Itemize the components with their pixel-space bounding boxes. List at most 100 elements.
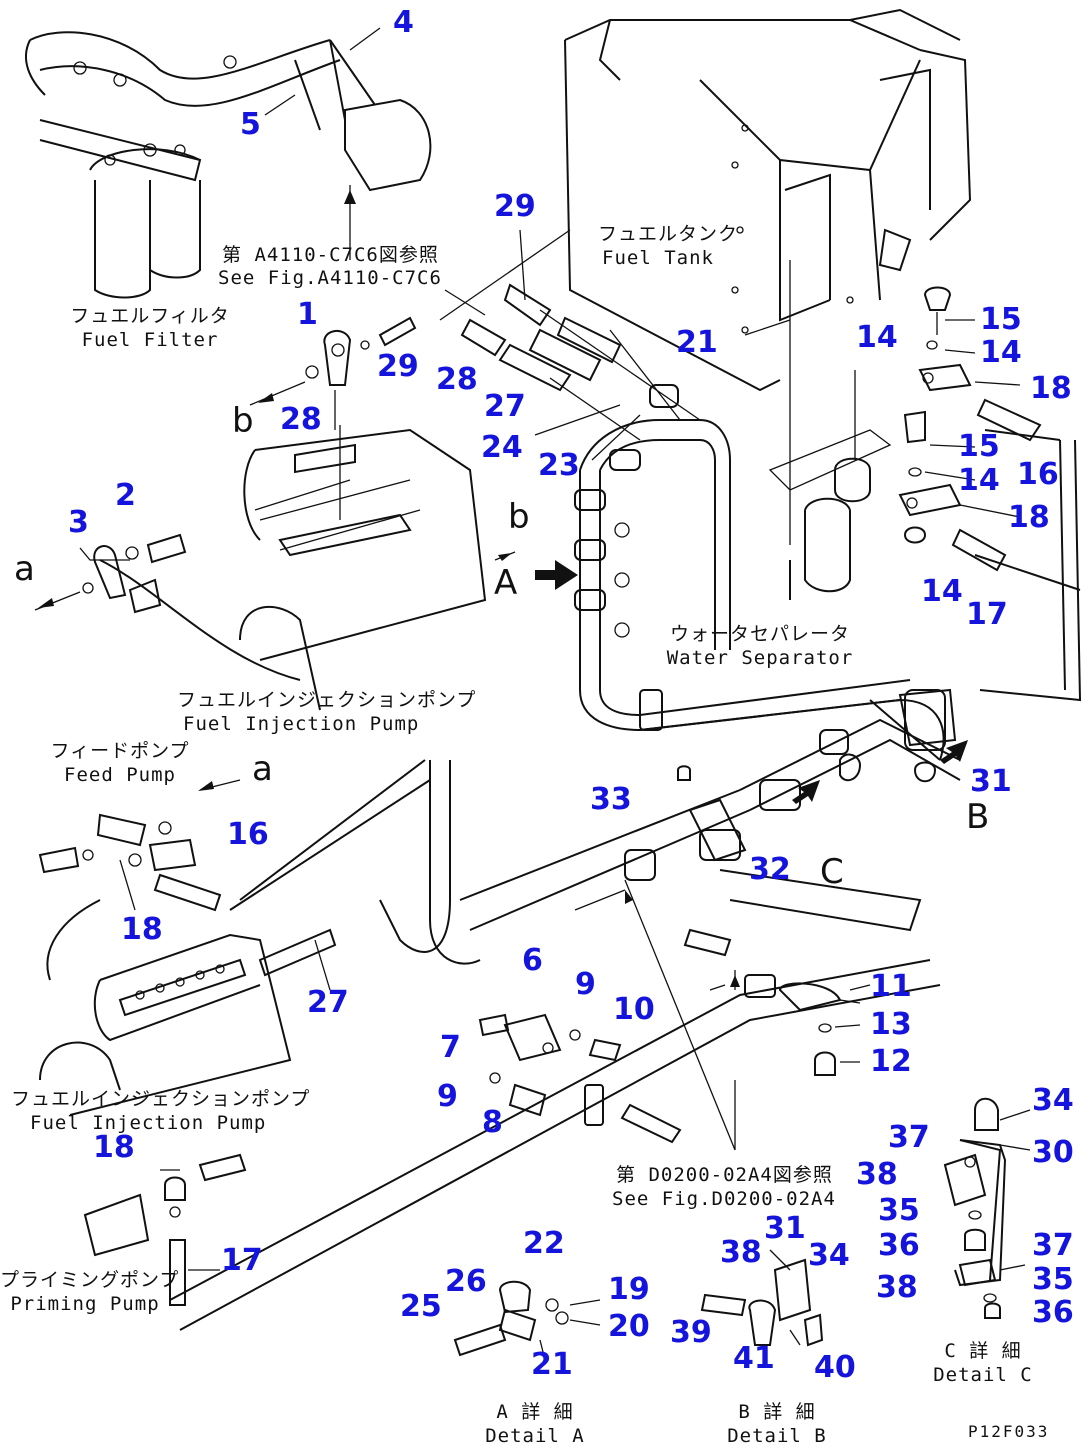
callout-37: 37 — [888, 1120, 930, 1155]
callout-24: 24 — [481, 430, 523, 465]
callout-37: 37 — [1032, 1228, 1074, 1263]
injection-pump-upper-label-jp: フュエルインジェクションポンプ — [177, 689, 477, 711]
callout-14: 14 — [856, 320, 898, 355]
lower-injection-pump-drawing — [39, 928, 337, 1116]
detail-c-drawing — [943, 1097, 1031, 1319]
water-separator-label-en: Water Separator — [666, 647, 854, 669]
callout-14: 14 — [980, 335, 1022, 370]
detail-a-label-jp: A 詳 細 — [496, 1401, 574, 1423]
callout-28: 28 — [280, 402, 322, 437]
detail-b-drawing — [700, 1249, 824, 1347]
see-fig-d0200-en: See Fig.D0200-02A4 — [612, 1188, 836, 1210]
callout-35: 35 — [878, 1193, 920, 1228]
fuel-filter-drawing — [25, 31, 432, 299]
callout-40: 40 — [814, 1350, 856, 1385]
callout-16: 16 — [227, 817, 269, 852]
callout-5: 5 — [240, 107, 261, 142]
callout-31: 31 — [764, 1211, 806, 1246]
left-fitting-parts — [34, 533, 516, 614]
callout-17: 17 — [966, 597, 1008, 632]
callout-34: 34 — [1032, 1083, 1074, 1118]
callout-26: 26 — [445, 1264, 487, 1299]
callout-25: 25 — [400, 1289, 442, 1324]
callout-9: 9 — [437, 1079, 458, 1114]
callout-13: 13 — [870, 1007, 912, 1042]
callout-14: 14 — [958, 463, 1000, 498]
callout-18: 18 — [1008, 500, 1050, 535]
feed-pump-label-jp: フィードポンプ — [50, 740, 190, 762]
view-letter-a-feed: a — [252, 749, 273, 789]
upper-fittings — [439, 229, 701, 461]
fuel-tank-label-en: Fuel Tank — [602, 247, 714, 269]
callout-8: 8 — [482, 1105, 503, 1140]
right-hose-parts — [898, 286, 1042, 572]
callout-30: 30 — [1032, 1135, 1074, 1170]
upper-injection-pump-drawing — [99, 425, 487, 711]
detail-a-label-en: Detail A — [485, 1425, 585, 1447]
detail-b-label-en: Detail B — [727, 1425, 827, 1447]
fuel-pipe-routes — [46, 419, 1082, 1331]
view-letter-C: C — [820, 852, 844, 892]
clamp-bracket-parts — [478, 928, 871, 1150]
view-letter-B: B — [966, 797, 990, 837]
callout-19: 19 — [608, 1272, 650, 1307]
callout-3: 3 — [68, 505, 89, 540]
callout-23: 23 — [538, 448, 580, 483]
drawing-code: P12F033 — [968, 1422, 1050, 1441]
view-letter-b-right: b — [508, 497, 530, 537]
callout-11: 11 — [870, 969, 912, 1004]
callout-1: 1 — [297, 297, 318, 332]
callout-12: 12 — [870, 1044, 912, 1079]
injection-pump-lower-label-jp: フュエルインジェクションポンプ — [11, 1088, 311, 1110]
callout-27: 27 — [307, 985, 349, 1020]
view-letter-b-top: b — [232, 401, 254, 441]
detail-c-label-en: Detail C — [933, 1364, 1033, 1386]
callout-38: 38 — [856, 1157, 898, 1192]
view-letter-A: A — [494, 563, 518, 603]
callout-31: 31 — [970, 764, 1012, 799]
callout-10: 10 — [613, 992, 655, 1027]
callout-38: 38 — [876, 1270, 918, 1305]
fuel-tank-drawing — [564, 8, 972, 545]
callout-2: 2 — [115, 478, 136, 513]
fuel-filter-label-jp: フュエルフィルタ — [70, 305, 230, 327]
see-fig-a4110-en: See Fig.A4110-C7C6 — [218, 267, 442, 289]
callout-29: 29 — [377, 349, 419, 384]
callout-18: 18 — [1030, 371, 1072, 406]
callout-4: 4 — [393, 5, 414, 40]
callout-33: 33 — [590, 782, 632, 817]
callout-21: 21 — [676, 325, 718, 360]
callout-35: 35 — [1032, 1262, 1074, 1297]
callout-17: 17 — [221, 1243, 263, 1278]
callout-29: 29 — [494, 189, 536, 224]
fuel-filter-label-en: Fuel Filter — [81, 329, 219, 351]
view-letter-a-left: a — [14, 549, 35, 589]
view-arrows — [535, 560, 968, 804]
injection-pump-upper-label-en: Fuel Injection Pump — [183, 713, 420, 735]
priming-pump-label-en: Priming Pump — [10, 1293, 160, 1315]
see-fig-d0200-jp: 第 D0200-02A4図参照 — [616, 1164, 833, 1186]
feed-pump-parts — [38, 779, 241, 912]
callout-18: 18 — [121, 912, 163, 947]
see-fig-a4110-jp: 第 A4110-C7C6図参照 — [222, 244, 439, 266]
callout-20: 20 — [608, 1309, 650, 1344]
injection-pump-lower-label-en: Fuel Injection Pump — [30, 1112, 267, 1134]
callout-27: 27 — [484, 389, 526, 424]
callout-7: 7 — [440, 1030, 461, 1065]
detail-b-label-jp: B 詳 細 — [738, 1401, 816, 1423]
detail-a-drawing — [453, 1280, 601, 1361]
callout-32: 32 — [749, 852, 791, 887]
priming-pump-parts — [83, 1153, 247, 1306]
water-separator-drawing — [768, 370, 892, 600]
callout-36: 36 — [878, 1228, 920, 1263]
leader-lines — [264, 27, 1021, 1063]
callout-28: 28 — [436, 362, 478, 397]
callout-36: 36 — [1032, 1295, 1074, 1330]
callout-9: 9 — [575, 967, 596, 1002]
water-separator-label-jp: ウォータセパレータ — [669, 623, 850, 645]
callout-15: 15 — [958, 429, 1000, 464]
callout-6: 6 — [522, 943, 543, 978]
fuel-tank-label-jp: フュエルタンク — [598, 223, 739, 245]
callout-34: 34 — [808, 1238, 850, 1273]
